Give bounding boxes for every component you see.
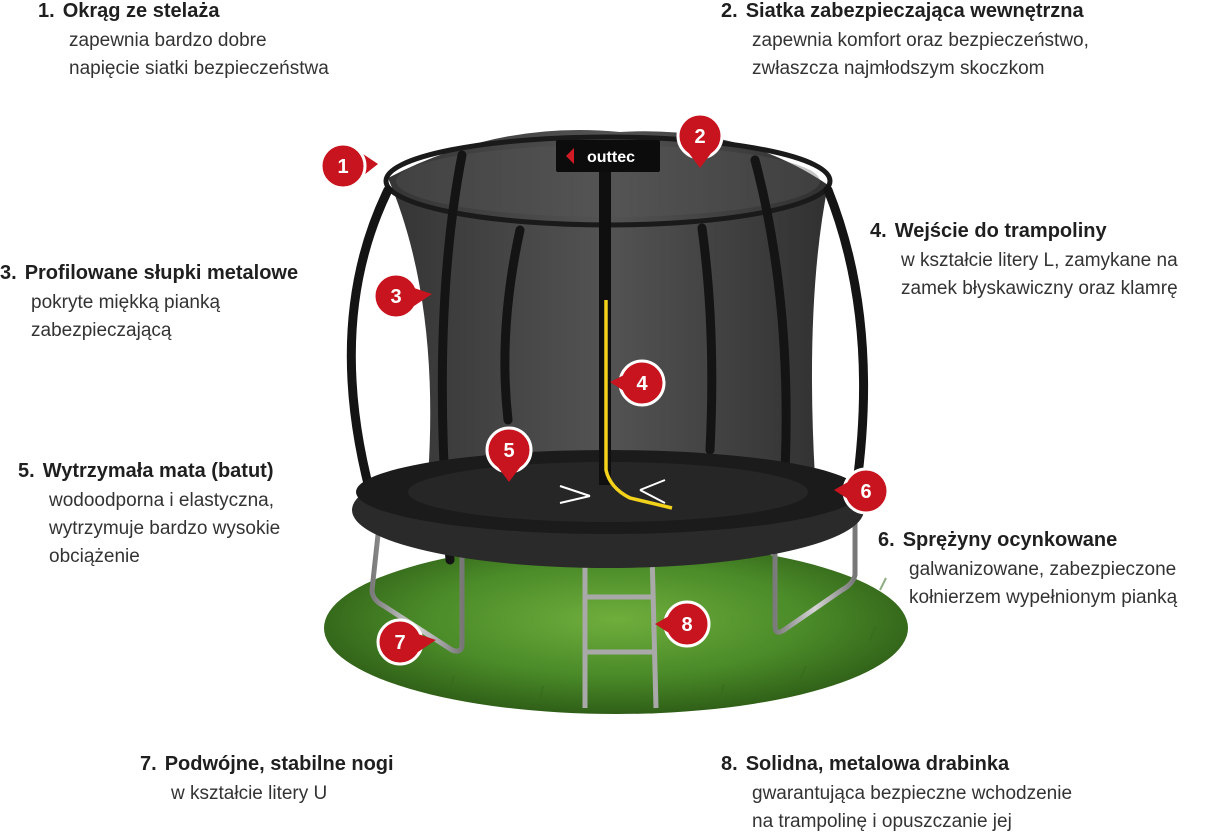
feature-1: 1.Okrąg ze stelaża zapewnia bardzo dobre… — [38, 0, 329, 79]
svg-text:7: 7 — [394, 632, 405, 654]
marker-7: 7 — [376, 618, 436, 666]
feature-8: 8.Solidna, metalowa drabinka gwarantując… — [721, 753, 1073, 832]
svg-text:1: 1 — [337, 156, 348, 178]
marker-3: 3 — [372, 272, 432, 320]
marker-2: 2 — [676, 112, 724, 168]
feature-7: 7.Podwójne, stabilne nogi w kształcie li… — [140, 753, 394, 804]
svg-text:2: 2 — [694, 126, 705, 148]
feature-5: 5.Wytrzymała mata (batut) wodoodporna i … — [18, 460, 281, 568]
feature-6: 6.Sprężyny ocynkowane galwanizowane, zab… — [878, 529, 1178, 608]
marker-5: 5 — [485, 426, 533, 482]
svg-text:3: 3 — [390, 286, 401, 308]
svg-text:4: 4 — [636, 373, 648, 395]
marker-1: 1 — [319, 142, 378, 190]
marker-6: 6 — [834, 467, 890, 515]
feature-4: 4.Wejście do trampoliny w kształcie lite… — [870, 220, 1178, 299]
svg-text:5: 5 — [503, 440, 514, 462]
brand-logo: outtec — [587, 149, 635, 166]
ladder — [582, 551, 659, 709]
svg-text:6: 6 — [860, 481, 871, 503]
svg-text:8: 8 — [681, 614, 692, 636]
zipper — [604, 300, 673, 510]
grass-base — [324, 542, 908, 714]
brand-logo-box — [556, 140, 660, 172]
feature-3: 3.Profilowane słupki metalowe pokryte mi… — [0, 262, 299, 341]
markers: 1 2 3 4 5 6 7 8 — [319, 112, 890, 666]
marker-8: 8 — [655, 600, 711, 648]
feature-2: 2.Siatka zabezpieczająca wewnętrzna zape… — [721, 0, 1089, 79]
marker-4: 4 — [610, 359, 666, 407]
